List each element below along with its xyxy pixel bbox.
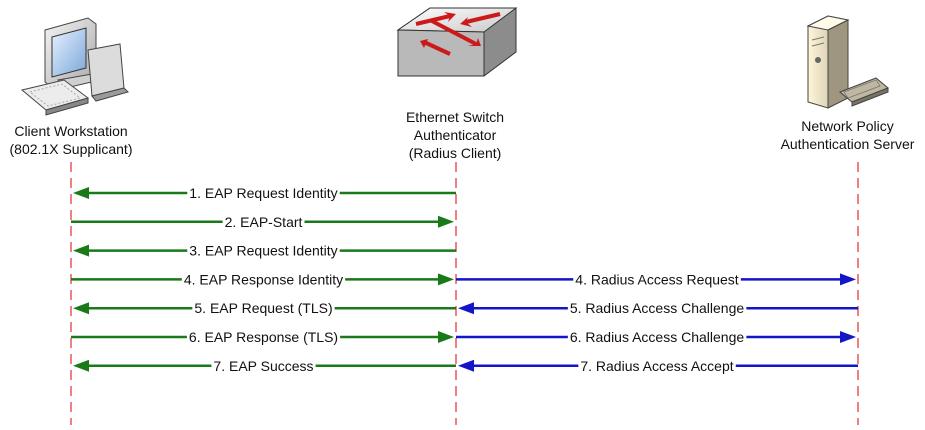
message-label-backing: [187, 242, 340, 259]
actor-label-line: (802.1X Supplicant): [9, 141, 133, 157]
message-label: 1. EAP Request Identity: [189, 185, 337, 201]
message-list: 1. EAP Request Identity 2. EAP-Start 3. EA…: [71, 185, 858, 374]
actor-label-switch: Ethernet Switch Authenticator (Radius Cl…: [380, 108, 530, 162]
message-label: 2. EAP-Start: [225, 214, 303, 230]
message-label-backing: [186, 329, 341, 345]
message-arrowhead: [458, 359, 474, 372]
actor-label-line: Authentication Server: [780, 136, 915, 152]
message-arrowhead: [438, 331, 454, 343]
message-arrowhead: [438, 215, 454, 228]
workstation-icon: [20, 17, 129, 116]
message-arrowhead: [73, 302, 89, 315]
message-label: 7. Radius Access Accept: [580, 358, 733, 374]
message-label: 5. EAP Request (TLS): [194, 300, 332, 316]
message-label: 6. EAP Response (TLS): [189, 329, 338, 345]
message-label: 5. Radius Access Challenge: [570, 300, 745, 316]
actor-label-line: Network Policy: [801, 118, 894, 134]
message-label: 7. EAP Success: [213, 358, 313, 374]
message-label-backing: [181, 271, 346, 288]
message-label-backing: [573, 271, 741, 288]
message-label-backing: [567, 300, 747, 317]
message-label-backing: [222, 213, 305, 230]
message-arrowhead: [73, 187, 89, 199]
switch-icon: [396, 7, 518, 77]
message-label-backing: [211, 357, 316, 374]
message-label: 6. Radius Access Challenge: [570, 329, 745, 345]
actor-label-client: Client Workstation (802.1X Supplicant): [0, 122, 142, 158]
message-label: 4. EAP Response Identity: [184, 271, 343, 287]
message-label-backing: [192, 300, 335, 317]
message-label-backing: [187, 185, 340, 201]
message-arrowhead: [73, 359, 89, 372]
message-label: 3. EAP Request Identity: [189, 243, 337, 259]
server-icon: [806, 15, 889, 109]
message-arrowhead: [73, 244, 89, 257]
actor-label-line: Authenticator: [413, 127, 497, 143]
actor-label-line: Client Workstation: [14, 123, 128, 139]
message-arrowhead: [840, 331, 856, 343]
message-label-backing: [567, 329, 747, 345]
message-label-backing: [578, 357, 736, 374]
message-arrowhead: [438, 273, 454, 286]
actor-label-server: Network Policy Authentication Server: [770, 117, 925, 153]
message-arrowhead: [840, 273, 856, 286]
actor-label-line: Ethernet Switch: [405, 109, 505, 125]
actor-label-line: (Radius Client): [408, 145, 502, 161]
message-arrowhead: [458, 302, 474, 315]
message-label: 4. Radius Access Request: [575, 271, 739, 287]
